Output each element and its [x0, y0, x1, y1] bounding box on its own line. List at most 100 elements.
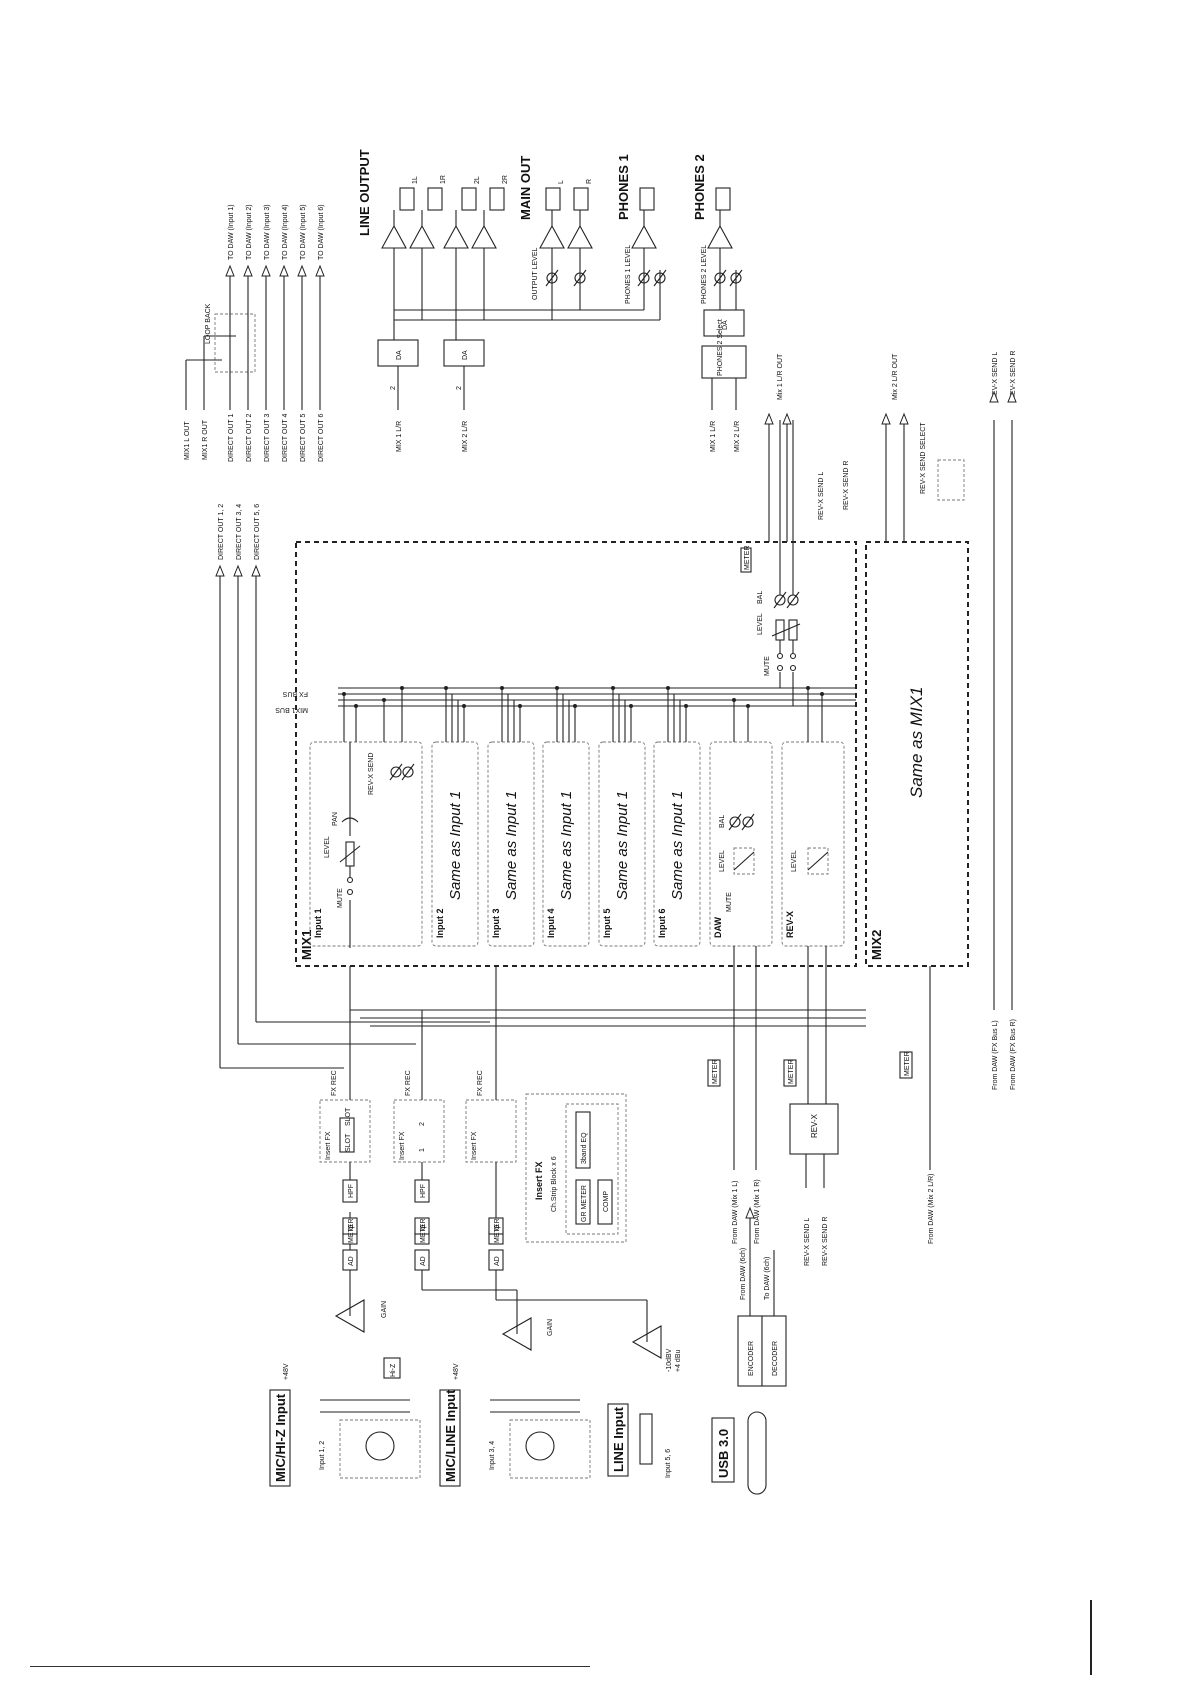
ad-1: AD: [348, 1256, 355, 1266]
ch-2l: 2L: [474, 176, 481, 184]
direct-out-1: DIRECT OUT 1: [228, 414, 235, 462]
mic-hiz-wiring: [320, 1212, 410, 1413]
loopback-arrows: [225, 264, 325, 277]
input5-same-as-input1: Same as Input 1: [614, 791, 631, 900]
output-level-label: OUTPUT LEVEL: [532, 248, 539, 300]
revx-send-l-label: REV-X SEND L: [818, 472, 825, 520]
master-mute-label: MUTE: [764, 656, 771, 676]
from-daw-mix1-r: From DAW (Mix 1 R): [754, 1179, 761, 1244]
mix1-lr-out: Mix 1 L/R OUT: [777, 353, 784, 400]
mix2-lr-out: Mix 2 L/R OUT: [892, 353, 899, 400]
input3-channel-label: Input 3: [491, 909, 501, 939]
da-3: DA: [722, 320, 729, 330]
master-meter: METER: [744, 546, 751, 571]
input56-label: Input 5, 6: [665, 1449, 672, 1478]
revx-send-l-in: REV-X SEND L: [804, 1218, 811, 1266]
fx-rec-1: FX REC: [331, 1070, 338, 1096]
insert-fx-small-1: Insert FX: [325, 1131, 332, 1160]
side-rule: [1090, 1600, 1092, 1675]
mix1-r-out: MIX1 R OUT: [202, 419, 209, 460]
mix1-label: MIX1: [299, 930, 314, 960]
mix2-lr-phones: MIX 2 L/R: [734, 421, 741, 452]
master-bal-label: BAL: [757, 591, 764, 604]
from-daw-fx-r: From DAW (FX Bus R): [1010, 1019, 1017, 1090]
gain-b-label: GAIN: [547, 1319, 554, 1336]
meter-3: METER: [494, 1219, 501, 1244]
input6-channel-label: Input 6: [657, 909, 667, 939]
footer-rule: [30, 1666, 590, 1667]
mix1-frame: [295, 541, 857, 967]
same-as-input1-boxes: [431, 741, 701, 947]
fx-rec-2: FX REC: [405, 1070, 412, 1096]
input1-revx-send-label: REV-X SEND: [368, 753, 375, 795]
master-section: [740, 420, 801, 706]
usb-title-box: [711, 1417, 735, 1483]
usb-title: USB 3.0: [716, 1429, 731, 1478]
output-amps: [381, 210, 733, 340]
gr-meter-block: GR METER: [581, 1185, 588, 1222]
direct-out-3: DIRECT OUT 3: [264, 414, 271, 462]
phones1-title: PHONES 1: [616, 154, 631, 220]
to-daw-input2: TO DAW (Input 2): [246, 204, 253, 260]
input1-mute-label: MUTE: [337, 888, 344, 908]
meter-2: METER: [420, 1219, 427, 1244]
gain-a-label: GAIN: [381, 1301, 388, 1318]
revx-channel-box: [781, 741, 845, 947]
from-daw-6ch: From DAW (6ch): [740, 1248, 747, 1300]
ad-2: AD: [420, 1256, 427, 1266]
mix-bus-lines: [338, 687, 856, 707]
input-chain-3: [465, 1085, 517, 1271]
phones2-title: PHONES 2: [692, 154, 707, 220]
input1-channel-label: Input 1: [313, 909, 323, 939]
to-daw-input1: TO DAW (Input 1): [228, 204, 235, 260]
line-input-title-box: [607, 1403, 629, 1477]
slot1-1: SLOT: [345, 1133, 352, 1152]
input5-channel-label: Input 5: [602, 909, 612, 939]
direct-out-wiring: [219, 570, 866, 1085]
phones2-select-block: PHONES 2 Select: [717, 319, 724, 376]
ch-2r: 2R: [502, 175, 509, 184]
mix1-bus-label: MIX1 BUS: [275, 706, 308, 713]
daw-level-label: LEVEL: [719, 850, 726, 872]
mix1-lr-phones: MIX 1 L/R: [710, 421, 717, 452]
da-2: DA: [462, 350, 469, 360]
phones1-level-label: PHONES 1 LEVEL: [625, 245, 632, 304]
daw-channel-label: DAW: [713, 916, 723, 938]
daw-bal-label: BAL: [719, 815, 726, 828]
bus-taps: [343, 688, 823, 742]
revx-send-r-out: REV-X SEND R: [1010, 351, 1017, 400]
da-1: DA: [396, 350, 403, 360]
input-chain-1: [319, 1085, 371, 1271]
insert-fx-detail-title: Insert FX: [534, 1161, 544, 1200]
fx-rec-3: FX REC: [477, 1070, 484, 1096]
direct-out-56: DIRECT OUT 5, 6: [254, 504, 261, 560]
plus48v-b: +48V: [453, 1363, 460, 1380]
hpf-1: HPF: [348, 1184, 355, 1198]
revx-level-label: LEVEL: [791, 850, 798, 872]
from-daw-mix2: From DAW (Mix 2 L/R): [928, 1173, 935, 1244]
ch-1r: 1R: [440, 175, 447, 184]
mix2-lr-da: MIX 2 L/R: [462, 421, 469, 452]
plus48v-a: +48V: [283, 1363, 290, 1380]
input4-channel-label: Input 4: [546, 909, 556, 939]
mix2-label: MIX2: [869, 930, 884, 960]
eq-block: 3band EQ: [581, 1132, 588, 1164]
loopback-box: [214, 313, 256, 373]
two-b: 2: [456, 386, 463, 390]
ch-1l: 1L: [412, 176, 419, 184]
encoder-block: ENCODER: [748, 1341, 755, 1376]
revx-block: REV-X: [810, 1113, 819, 1138]
ch-l: L: [558, 180, 565, 184]
input2-channel-label: Input 2: [435, 909, 445, 939]
direct-out-12: DIRECT OUT 1, 2: [218, 504, 225, 560]
mix1-lr-da: MIX 1 L/R: [396, 421, 403, 452]
mix2-same-as-mix1: Same as MIX1: [907, 687, 926, 799]
phase-2: φ: [418, 1225, 427, 1230]
ch-r: R: [586, 179, 593, 184]
input4-same-as-input1: Same as Input 1: [558, 791, 575, 900]
fx-bus-label: FX BUS: [282, 690, 308, 697]
line-output-title: LINE OUTPUT: [357, 149, 372, 236]
line-input-title: LINE Input: [611, 1406, 626, 1472]
from-daw-mix1-l: From DAW (Mix 1 L): [732, 1180, 739, 1244]
output-jacks: [399, 187, 731, 211]
